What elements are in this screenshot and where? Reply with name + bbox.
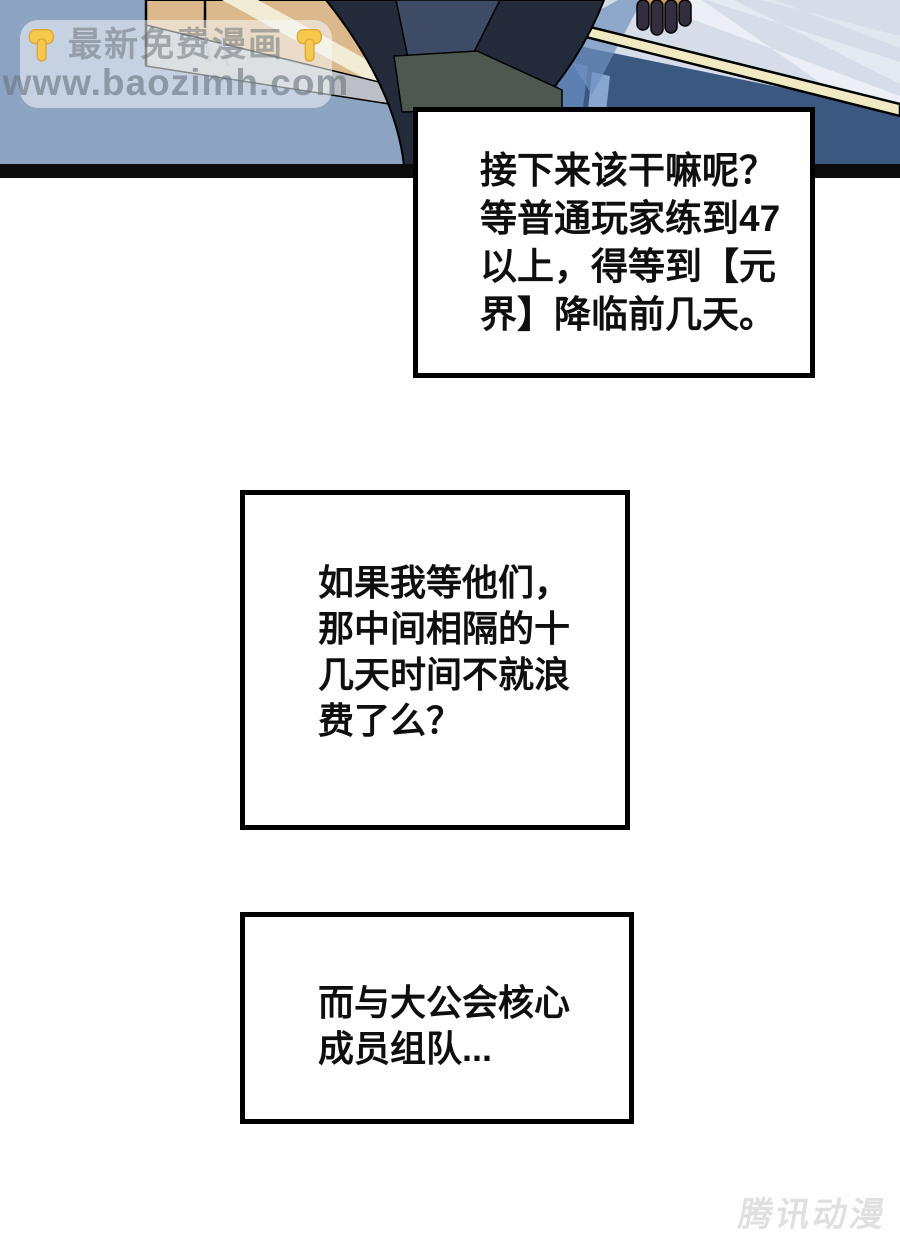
speech-bubble-2: 如果我等他们， 那中间相隔的十 几天时间不就浪 费了么？ <box>240 490 630 830</box>
text-line: 几天时间不就浪 <box>318 654 571 695</box>
hand-icon <box>636 0 692 36</box>
text-line: 而与大公会核心 <box>318 982 571 1023</box>
text-line: 成员组队... <box>318 1028 493 1069</box>
text-line: 如果我等他们， <box>318 562 571 603</box>
text-line: 费了么？ <box>318 700 463 741</box>
speech-bubble-1: 接下来该干嘛呢？ 等普通玩家练到47 以上，得等到【元 界】降临前几天。 <box>413 107 815 378</box>
text-line: 那中间相隔的十 <box>318 608 571 649</box>
speech-bubble-3-text: 而与大公会核心 成员组队... <box>318 980 570 1072</box>
watermark-title: 最新免费漫画 <box>68 25 284 64</box>
text-line: 接下来该干嘛呢？ <box>480 150 776 191</box>
speech-bubble-2-text: 如果我等他们， 那中间相隔的十 几天时间不就浪 费了么？ <box>318 560 570 744</box>
watermark-url: www.baozimh.com <box>2 61 350 103</box>
text-line: 以上，得等到【元 <box>480 246 776 287</box>
speech-bubble-1-text: 接下来该干嘛呢？ 等普通玩家练到47 以上，得等到【元 界】降临前几天。 <box>480 147 780 339</box>
figure-cushion <box>393 50 563 113</box>
watermark-title-row: 最新免费漫画 <box>26 27 326 63</box>
finger-down-icon <box>28 28 54 62</box>
finger-down-icon <box>296 28 322 62</box>
tencent-comics-logo: 腾讯动漫 <box>735 1196 891 1234</box>
watermark-pill: 最新免费漫画 www.baozimh.com <box>3 20 348 108</box>
text-line: 界】降临前几天。 <box>480 294 776 335</box>
text-line: 等普通玩家练到47 <box>480 198 781 239</box>
speech-bubble-3: 而与大公会核心 成员组队... <box>240 912 634 1124</box>
